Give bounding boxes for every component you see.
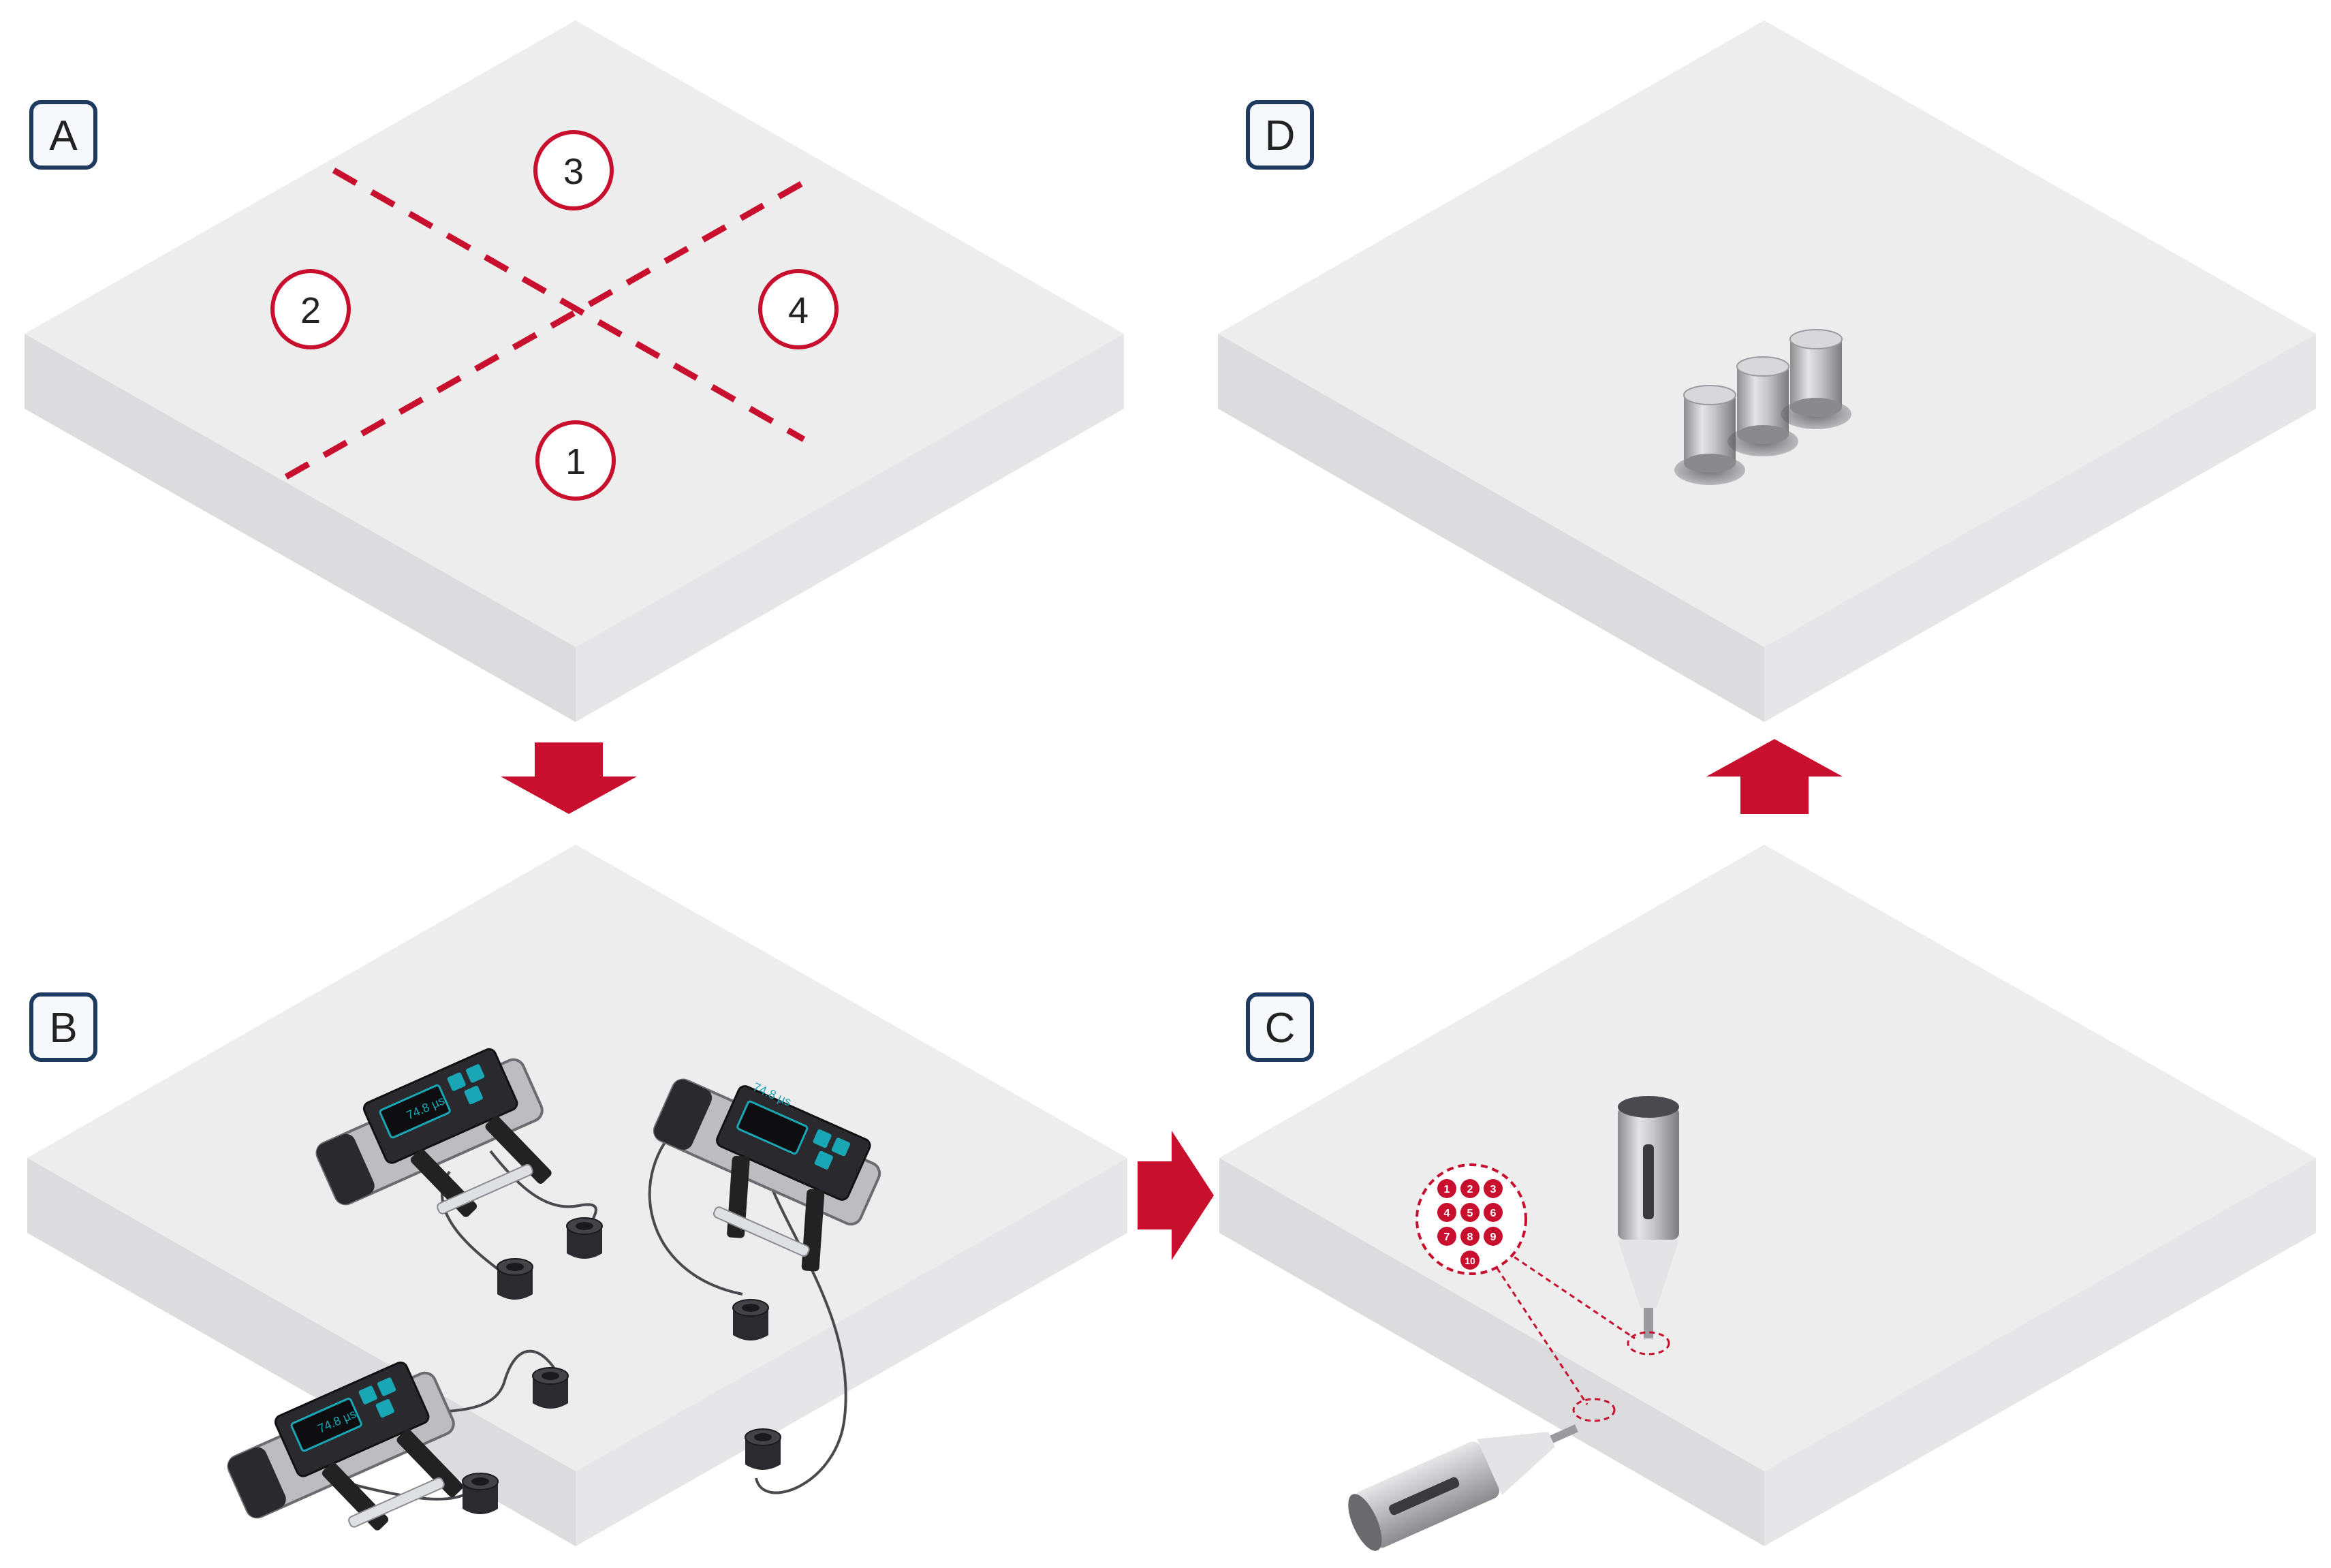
panel-c: 1 2 3 4 5 6 7 xyxy=(1219,845,2316,1551)
zone-marker-2: 2 xyxy=(270,269,351,349)
panel-label-c: C xyxy=(1246,992,1314,1062)
svg-text:D: D xyxy=(1265,112,1296,159)
svg-text:C: C xyxy=(1265,1005,1296,1052)
transducer-icon xyxy=(532,1367,569,1409)
panel-a: 1 2 3 4 A xyxy=(25,20,1124,722)
position-dot: 1 xyxy=(1437,1179,1456,1198)
svg-text:7: 7 xyxy=(1444,1232,1450,1243)
core-sample-icon xyxy=(1780,329,1852,430)
svg-text:A: A xyxy=(49,112,78,159)
slab-b xyxy=(27,845,1127,1546)
slab-d xyxy=(1218,20,2316,722)
arrow-up-c-to-d xyxy=(1706,739,1843,814)
transducer-icon xyxy=(497,1258,533,1300)
zone-marker-1: 1 xyxy=(535,420,616,501)
slab-c xyxy=(1219,845,2316,1546)
slab-a xyxy=(25,20,1124,722)
impact-point-markers xyxy=(1490,1245,1670,1422)
panel-label-b: B xyxy=(29,992,97,1062)
svg-text:B: B xyxy=(49,1005,77,1052)
position-dot: 10 xyxy=(1460,1251,1480,1270)
transducer-icon xyxy=(745,1428,781,1471)
svg-text:4: 4 xyxy=(1444,1208,1450,1219)
position-dot: 2 xyxy=(1460,1179,1480,1198)
position-dot: 8 xyxy=(1460,1227,1480,1246)
zone-marker-label: 2 xyxy=(300,290,321,331)
division-lines xyxy=(284,168,809,480)
rebound-positions-callout: 1 2 3 4 5 6 7 xyxy=(1415,1163,1527,1275)
arrow-right-b-to-c xyxy=(1138,1131,1214,1260)
panel-d: D xyxy=(1218,20,2316,722)
zone-marker-4: 4 xyxy=(758,269,839,349)
position-dot: 7 xyxy=(1437,1227,1456,1246)
svg-text:1: 1 xyxy=(1444,1184,1450,1195)
arrow-down-a-to-b xyxy=(501,742,637,814)
transducer-icon xyxy=(566,1217,603,1259)
rebound-hammer-icon xyxy=(1348,1424,1578,1551)
zone-marker-label: 4 xyxy=(788,290,809,331)
svg-text:2: 2 xyxy=(1467,1184,1473,1195)
position-dot: 4 xyxy=(1437,1203,1456,1222)
transducer-icon xyxy=(462,1473,499,1515)
zone-marker-3: 3 xyxy=(533,130,614,210)
position-dot: 9 xyxy=(1484,1227,1503,1246)
svg-text:3: 3 xyxy=(1490,1184,1497,1195)
position-dot: 3 xyxy=(1484,1179,1503,1198)
rebound-hammer-icon xyxy=(1618,1096,1679,1338)
transducer-icon xyxy=(732,1299,769,1341)
position-dot: 6 xyxy=(1484,1203,1503,1222)
svg-text:9: 9 xyxy=(1490,1232,1497,1243)
zone-marker-label: 1 xyxy=(565,441,586,482)
flow-arrows xyxy=(501,739,1843,1260)
panel-label-d: D xyxy=(1246,100,1314,170)
zone-marker-label: 3 xyxy=(563,151,584,192)
position-dot: 5 xyxy=(1460,1203,1480,1222)
panel-label-a: A xyxy=(29,100,97,170)
svg-text:5: 5 xyxy=(1467,1208,1473,1219)
svg-text:10: 10 xyxy=(1465,1255,1475,1266)
svg-text:6: 6 xyxy=(1490,1208,1497,1219)
svg-text:8: 8 xyxy=(1467,1232,1473,1243)
panel-b: 74.8 µs 74.8 µs 74.8 µs B xyxy=(27,845,1127,1568)
